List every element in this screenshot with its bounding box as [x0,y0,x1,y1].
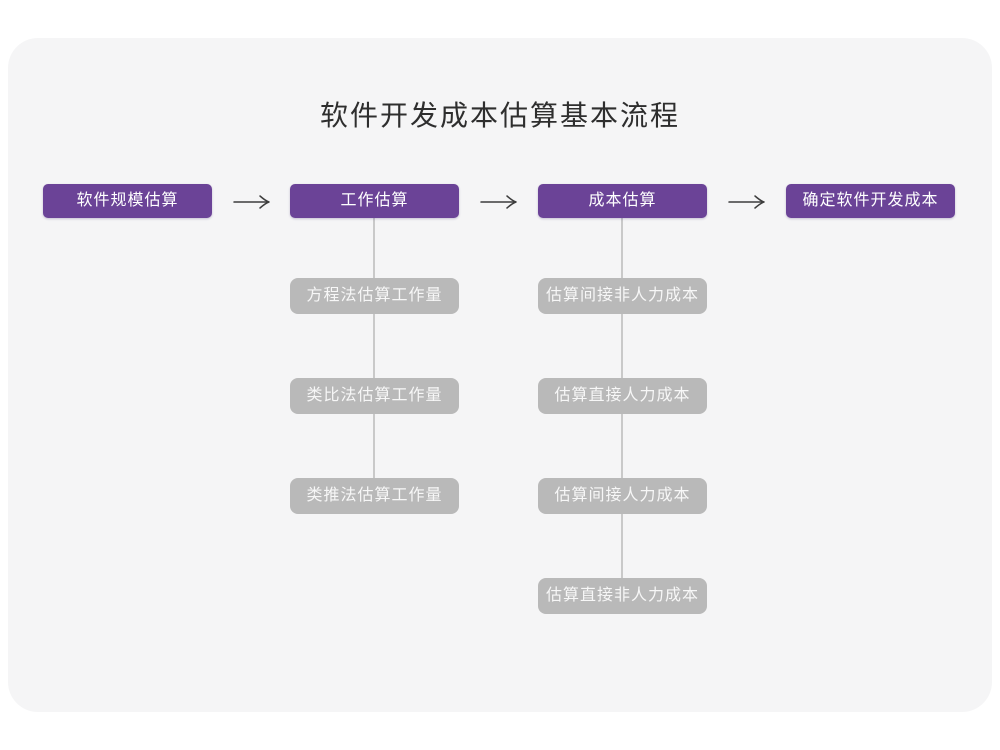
flowchart-card: 软件开发成本估算基本流程 软件规模估算 工作估算 成本估算 确定软件开发成本 方… [8,38,992,712]
right-arrow-icon [728,195,765,209]
cost-node-direct-nonlabor: 估算直接非人力成本 [538,578,707,614]
stage-node-cost-estimation: 成本估算 [538,184,707,218]
method-node-equation: 方程法估算工作量 [290,278,459,314]
stage-label: 软件规模估算 [76,192,179,209]
method-label: 方程法估算工作量 [306,287,443,304]
cost-label: 估算直接人力成本 [554,387,691,404]
stage-label: 成本估算 [588,192,657,209]
diagram-title: 软件开发成本估算基本流程 [319,100,680,131]
right-arrow-icon [480,195,517,209]
cost-label: 估算直接非人力成本 [545,587,699,604]
cost-label: 估算间接非人力成本 [545,287,699,304]
right-arrow-icon [233,195,270,209]
cost-node-indirect-nonlabor: 估算间接非人力成本 [538,278,707,314]
stage-node-determine-dev-cost: 确定软件开发成本 [786,184,955,218]
stage-node-software-scale-estimation: 软件规模估算 [43,184,212,218]
cost-node-indirect-labor: 估算间接人力成本 [538,478,707,514]
method-label: 类比法估算工作量 [306,387,443,404]
stage-node-work-estimation: 工作估算 [290,184,459,218]
method-node-extrapolation: 类推法估算工作量 [290,478,459,514]
cost-node-direct-labor: 估算直接人力成本 [538,378,707,414]
stage-label: 确定软件开发成本 [802,192,939,209]
method-label: 类推法估算工作量 [306,487,443,504]
method-node-analogy: 类比法估算工作量 [290,378,459,414]
connector-line-work-estimation [373,218,375,496]
cost-label: 估算间接人力成本 [554,487,691,504]
stage-label: 工作估算 [340,192,409,209]
